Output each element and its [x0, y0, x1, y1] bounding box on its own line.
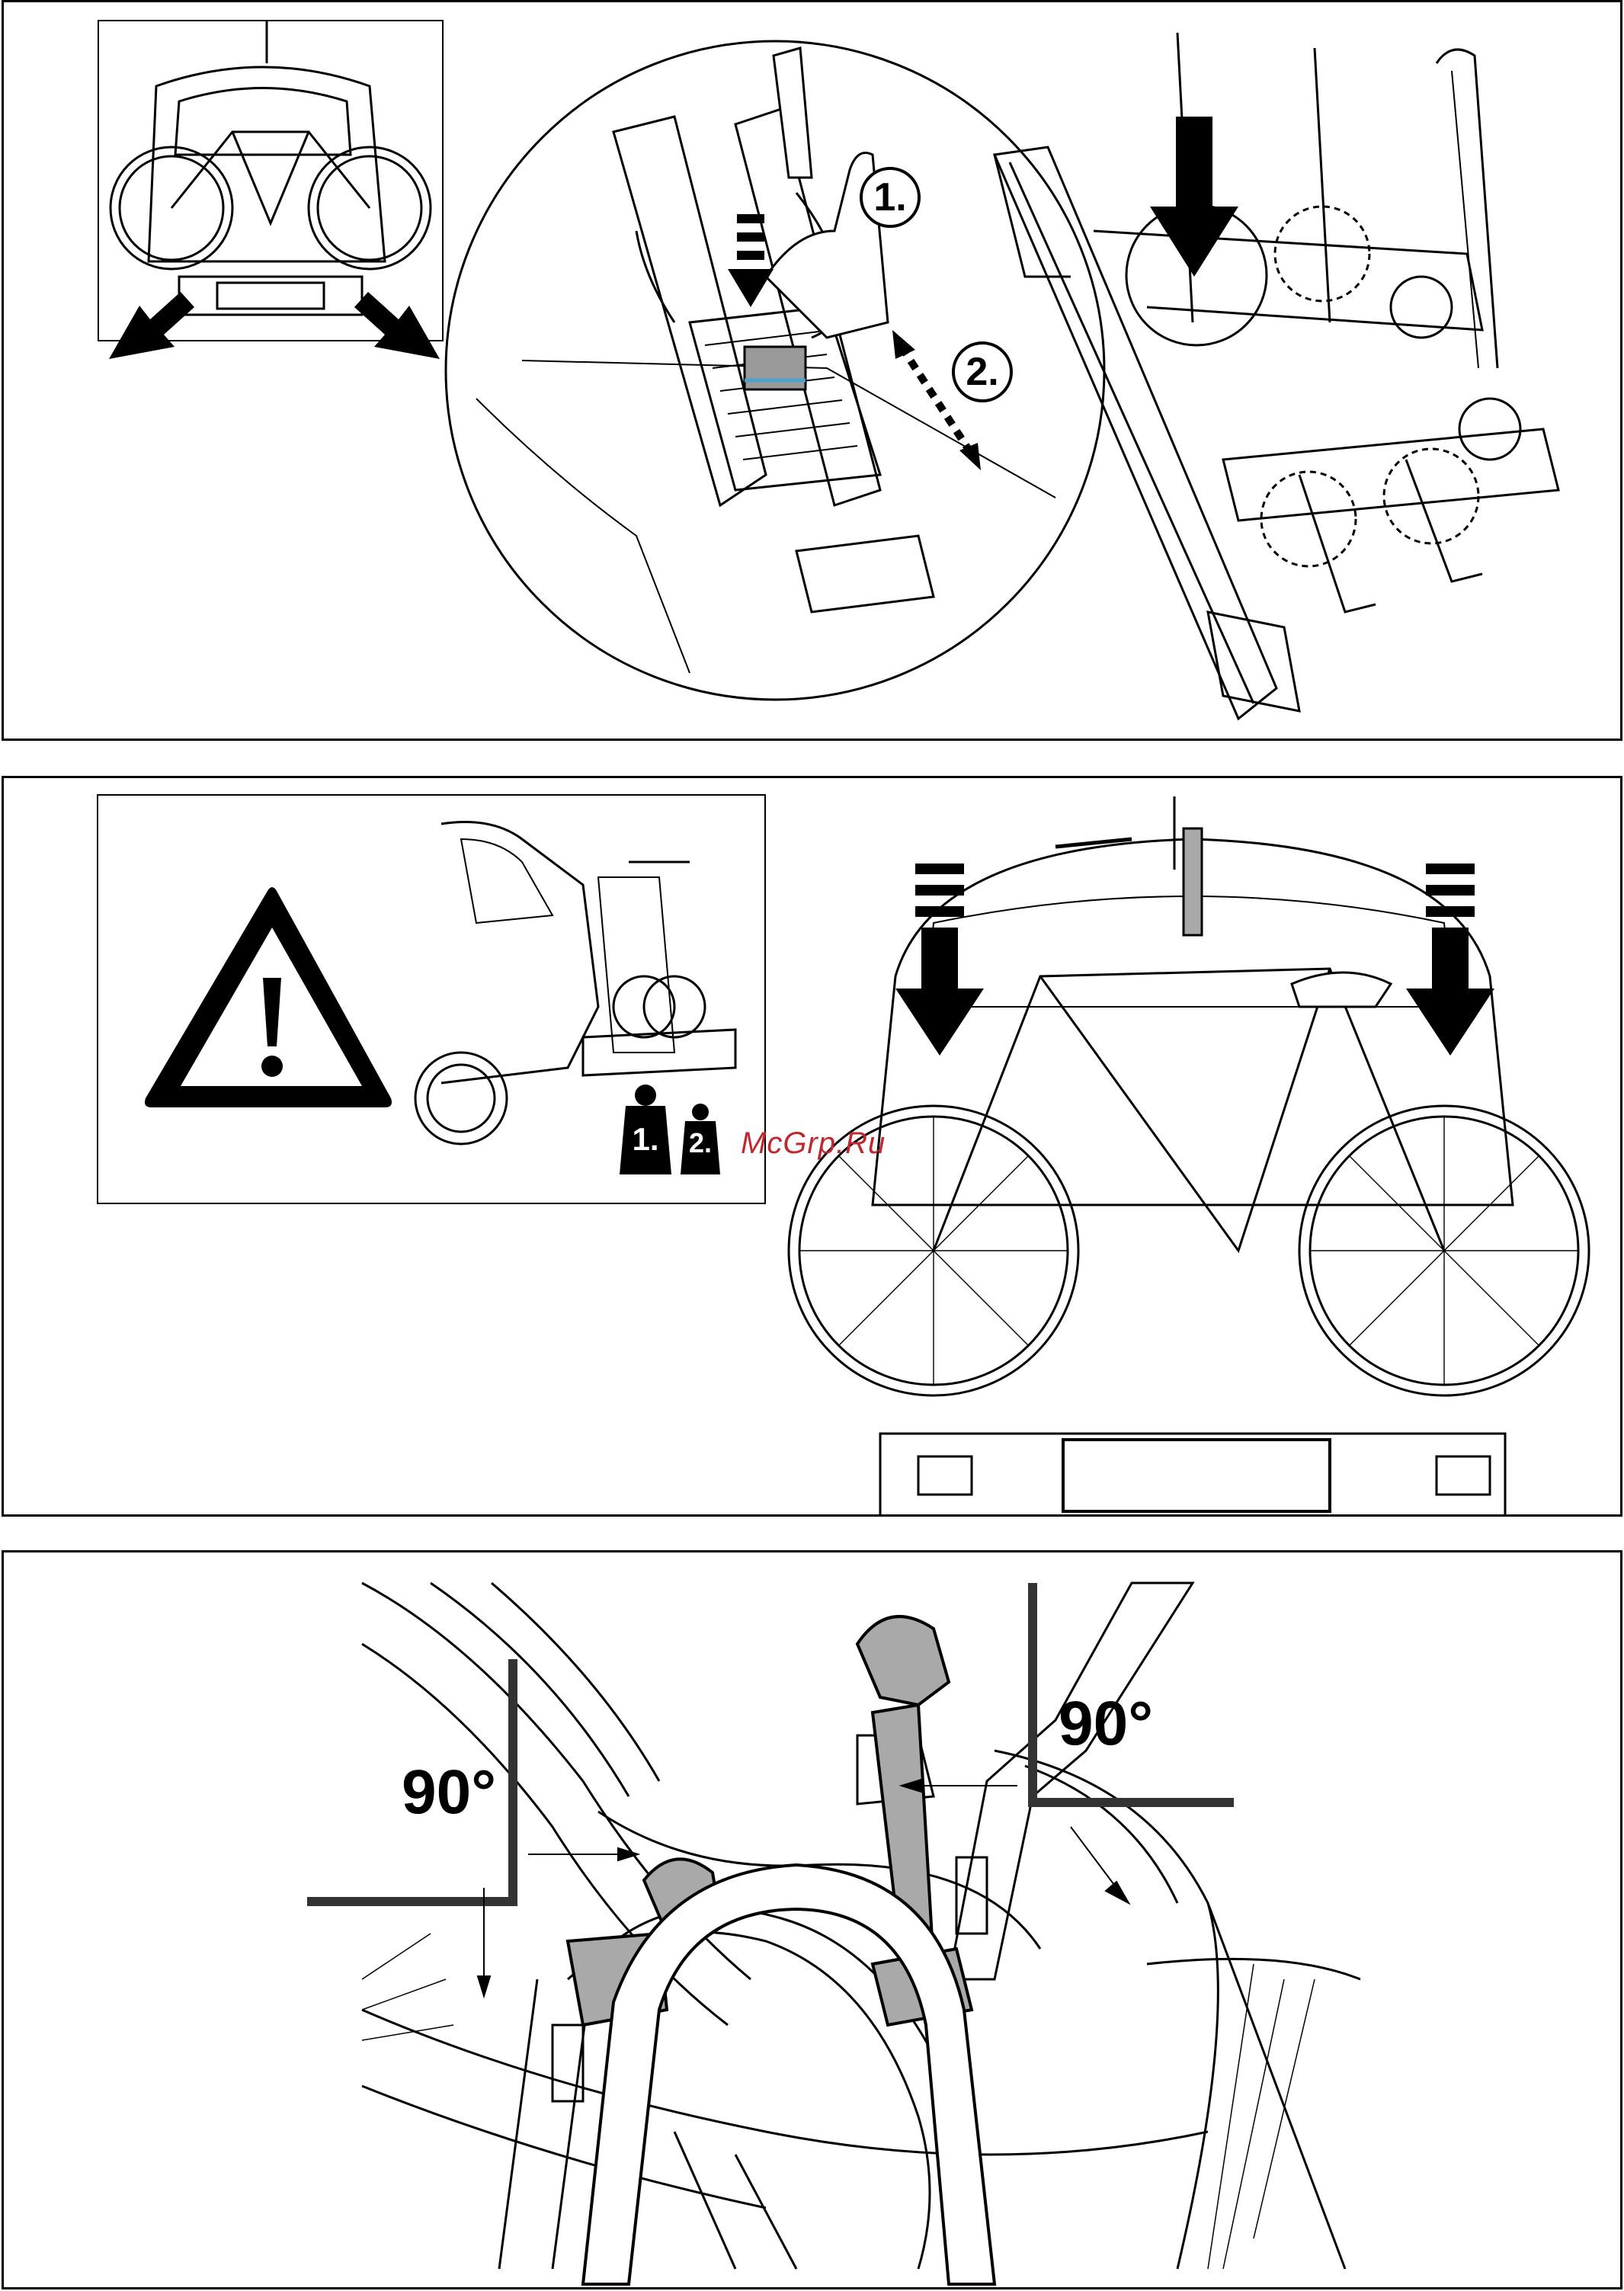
down-arrow-left-icon — [895, 864, 984, 1056]
instruction-panel-3: 90° 90° — [2, 1550, 1622, 2289]
weight-2-label: 2. — [681, 1127, 720, 1159]
release-button — [745, 347, 806, 389]
warning-triangle-icon — [145, 887, 392, 1107]
watermark: McGrp.Ru — [741, 1126, 886, 1161]
wheel-spokes — [799, 1117, 1578, 1385]
weight-1-label: 1. — [620, 1121, 671, 1158]
arrow-left-icon — [109, 292, 194, 359]
down-arrow-right-icon — [1406, 864, 1494, 1056]
instruction-panel-1: 1. 2. — [2, 0, 1622, 741]
carrier-perspective-view — [995, 33, 1558, 719]
press-arrow-icon — [728, 214, 774, 307]
arrow-right-icon — [354, 292, 440, 359]
panel-1-illustration — [4, 2, 1622, 741]
angle-label-left: 90° — [402, 1757, 496, 1828]
panel-3-illustration — [4, 1552, 1622, 2289]
highlight-circles — [1261, 207, 1478, 566]
car-side-view — [415, 822, 735, 1145]
step-2-label: 2. — [952, 341, 1013, 402]
support-arm — [1184, 828, 1202, 935]
step-1-label: 1. — [860, 167, 921, 228]
angle-label-right: 90° — [1059, 1688, 1153, 1760]
down-arrow-icon — [1150, 117, 1238, 277]
inset-car-rear-view — [98, 21, 443, 341]
